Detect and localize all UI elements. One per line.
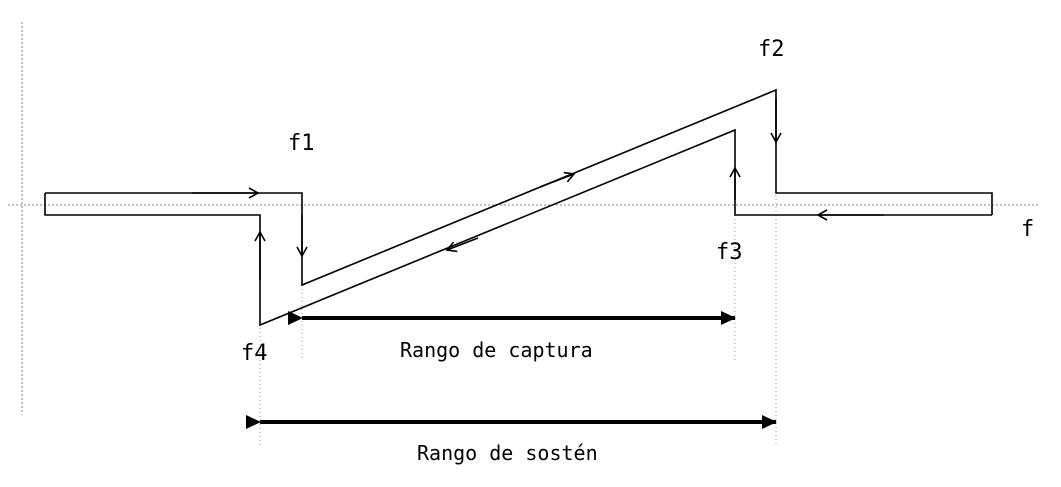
label-f-axis: f	[1021, 217, 1034, 242]
upper-path	[45, 88, 993, 287]
arrow-down-slope	[445, 237, 479, 253]
label-f2: f2	[758, 37, 785, 62]
label-f3: f3	[716, 240, 743, 265]
label-f4: f4	[241, 341, 268, 366]
label-hold-range: Rango de sostén	[417, 441, 598, 465]
label-f1: f1	[288, 131, 315, 156]
label-capture-range: Rango de captura	[400, 338, 593, 362]
arrow-up-slope	[539, 171, 576, 188]
lower-path	[44, 128, 992, 327]
